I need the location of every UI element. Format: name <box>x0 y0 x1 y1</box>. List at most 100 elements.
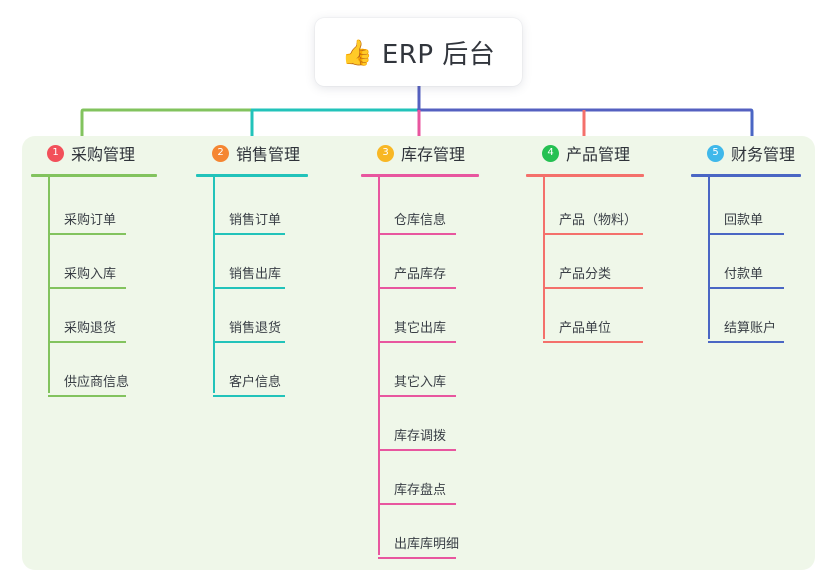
leaf-underline <box>213 287 285 289</box>
leaf-label: 结算账户 <box>724 321 777 336</box>
leaf-node[interactable]: 库存调拨 <box>361 397 479 451</box>
branch-spine-3 <box>378 177 380 555</box>
branch-title-4: 产品管理 <box>566 145 631 164</box>
leaf-underline <box>378 395 456 397</box>
branch-items-3: 仓库信息产品库存其它出库其它入库库存调拨库存盘点出库库明细 <box>361 177 479 559</box>
branch-header-3[interactable]: 3 库存管理 <box>361 136 479 170</box>
branch-column-5: 5 财务管理回款单付款单结算账户 <box>691 136 801 343</box>
leaf-underline <box>378 503 456 505</box>
leaf-label: 产品库存 <box>394 267 447 282</box>
branch-badge-5: 5 <box>707 144 724 162</box>
branch-header-1[interactable]: 1 采购管理 <box>31 136 157 170</box>
branch-title-1: 采购管理 <box>71 145 136 164</box>
leaf-node[interactable]: 客户信息 <box>196 343 308 397</box>
branch-title-2: 销售管理 <box>236 145 301 164</box>
leaf-node[interactable]: 产品库存 <box>361 235 479 289</box>
leaf-label: 销售订单 <box>229 213 282 228</box>
leaf-label: 其它出库 <box>394 321 447 336</box>
leaf-underline <box>708 233 784 235</box>
leaf-label: 供应商信息 <box>64 375 130 390</box>
branch-header-5[interactable]: 5 财务管理 <box>691 136 801 170</box>
leaf-label: 采购订单 <box>64 213 117 228</box>
leaf-underline <box>213 395 285 397</box>
leaf-underline <box>708 341 784 343</box>
leaf-label: 产品（物料） <box>559 213 638 228</box>
leaf-label: 出库库明细 <box>394 537 460 552</box>
leaf-node[interactable]: 仓库信息 <box>361 181 479 235</box>
branch-underline-1 <box>31 174 157 177</box>
leaf-node[interactable]: 销售订单 <box>196 181 308 235</box>
leaf-underline <box>213 233 285 235</box>
branch-underline-2 <box>196 174 308 177</box>
leaf-label: 库存调拨 <box>394 429 447 444</box>
branch-column-1: 1 采购管理采购订单采购入库采购退货供应商信息 <box>31 136 157 397</box>
leaf-node[interactable]: 采购入库 <box>31 235 157 289</box>
leaf-underline <box>378 287 456 289</box>
bus-cap-right <box>750 108 754 136</box>
root-node[interactable]: 👍 ERP 后台 <box>315 18 522 86</box>
leaf-underline <box>213 341 285 343</box>
branch-column-4: 4 产品管理产品（物料） 产品分类产品单位 <box>526 136 644 343</box>
leaf-underline <box>378 341 456 343</box>
leaf-node[interactable]: 付款单 <box>691 235 801 289</box>
leaf-node[interactable]: 供应商信息 <box>31 343 157 397</box>
branch-badge-3: 3 <box>377 144 394 162</box>
leaf-node[interactable]: 其它入库 <box>361 343 479 397</box>
leaf-label: 其它入库 <box>394 375 447 390</box>
branch-items-4: 产品（物料） 产品分类产品单位 <box>526 177 644 343</box>
branch-header-4[interactable]: 4 产品管理 <box>526 136 644 170</box>
branch-items-1: 采购订单采购入库采购退货供应商信息 <box>31 177 157 397</box>
leaf-label: 回款单 <box>724 213 764 228</box>
leaf-underline <box>48 341 126 343</box>
leaf-label: 产品分类 <box>559 267 612 282</box>
branch-items-5: 回款单付款单结算账户 <box>691 177 801 343</box>
branch-badge-4: 4 <box>542 144 559 162</box>
branch-spine-2 <box>213 177 215 393</box>
leaf-underline <box>378 233 456 235</box>
leaf-node[interactable]: 出库库明细 <box>361 505 479 559</box>
branch-title-5: 财务管理 <box>731 145 796 164</box>
leaf-node[interactable]: 库存盘点 <box>361 451 479 505</box>
leaf-node[interactable]: 其它出库 <box>361 289 479 343</box>
leaf-label: 客户信息 <box>229 375 282 390</box>
leaf-underline <box>543 233 643 235</box>
leaf-node[interactable]: 结算账户 <box>691 289 801 343</box>
branch-underline-4 <box>526 174 644 177</box>
branch-title-3: 库存管理 <box>401 145 466 164</box>
leaf-node[interactable]: 销售出库 <box>196 235 308 289</box>
leaf-node[interactable]: 采购订单 <box>31 181 157 235</box>
leaf-label: 库存盘点 <box>394 483 447 498</box>
branch-spine-4 <box>543 177 545 339</box>
leaf-underline <box>708 287 784 289</box>
leaf-label: 付款单 <box>724 267 764 282</box>
leaf-label: 采购入库 <box>64 267 117 282</box>
root-title: ERP 后台 <box>381 39 496 70</box>
bus-cap-left <box>80 108 84 136</box>
leaf-underline <box>378 449 456 451</box>
leaf-underline <box>543 341 643 343</box>
leaf-underline <box>543 287 643 289</box>
leaf-node[interactable]: 产品分类 <box>526 235 644 289</box>
branch-items-2: 销售订单销售出库销售退货客户信息 <box>196 177 308 397</box>
leaf-underline <box>48 287 126 289</box>
leaf-node[interactable]: 采购退货 <box>31 289 157 343</box>
leaf-underline <box>48 233 126 235</box>
leaf-label: 仓库信息 <box>394 213 447 228</box>
branch-spine-5 <box>708 177 710 339</box>
leaf-underline <box>48 395 126 397</box>
branch-badge-1: 1 <box>47 144 64 162</box>
thumbs-up-icon: 👍 <box>341 37 373 67</box>
leaf-label: 销售出库 <box>229 267 282 282</box>
leaf-node[interactable]: 销售退货 <box>196 289 308 343</box>
leaf-label: 销售退货 <box>229 321 282 336</box>
branch-underline-5 <box>691 174 801 177</box>
leaf-node[interactable]: 回款单 <box>691 181 801 235</box>
branch-column-3: 3 库存管理仓库信息产品库存其它出库其它入库库存调拨库存盘点出库库明细 <box>361 136 479 559</box>
leaf-label: 产品单位 <box>559 321 612 336</box>
leaf-node[interactable]: 产品（物料） <box>526 181 644 235</box>
leaf-node[interactable]: 产品单位 <box>526 289 644 343</box>
